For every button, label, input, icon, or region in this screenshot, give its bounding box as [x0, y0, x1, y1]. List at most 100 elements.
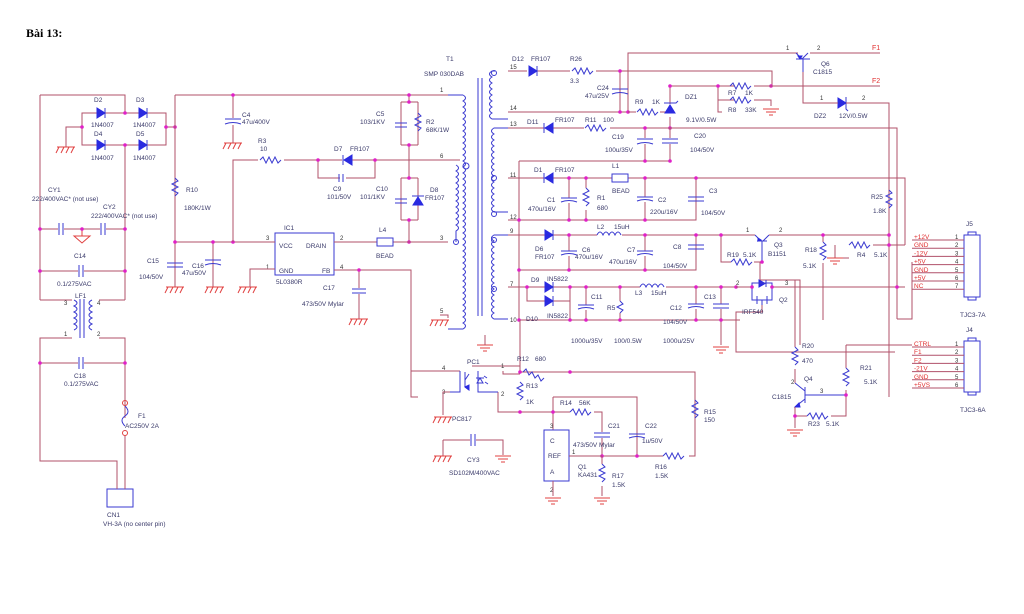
- label-C11: C11: [591, 294, 603, 301]
- svg-text:1: 1: [64, 332, 68, 338]
- secondary-top: D12 FR107 R26 3.3 C24 47u/25V R9 1K DZ1 …: [508, 45, 898, 397]
- svg-text:4: 4: [340, 265, 344, 271]
- label-D2: D2: [94, 97, 103, 104]
- svg-text:12: 12: [510, 215, 517, 221]
- diode-D12: [528, 65, 538, 77]
- value-Q6: C1815: [813, 69, 833, 76]
- primary-section: R10 180K/1W C4 47u/400V C15 104/50V C16 …: [139, 93, 450, 398]
- svg-text:1: 1: [820, 96, 824, 102]
- connector-pin-label: NC: [914, 283, 924, 290]
- svg-text:2: 2: [791, 380, 795, 386]
- transistor-Q6: [795, 52, 810, 72]
- connector-pin-label: +5V: [914, 259, 926, 266]
- label-C24: C24: [597, 85, 609, 92]
- value-Q3: B1151: [768, 251, 787, 258]
- diode-D7: [342, 154, 353, 166]
- value-R18: 5.1K: [803, 263, 817, 270]
- value-R16: 1.5K: [655, 473, 669, 480]
- svg-text:3: 3: [64, 301, 68, 307]
- svg-text:3: 3: [266, 236, 270, 242]
- value-C15: 104/50V: [139, 274, 164, 281]
- label-C17: C17: [323, 285, 335, 292]
- fuse-F1: [121, 400, 129, 480]
- label-D12: D12: [512, 56, 524, 63]
- label-D1: D1: [534, 167, 543, 174]
- svg-text:15: 15: [510, 65, 517, 71]
- svg-text:2: 2: [97, 332, 101, 338]
- q1-pin-c: C: [550, 438, 555, 445]
- label-CN1: CN1: [107, 512, 120, 519]
- connector-pin-label: +12V: [914, 234, 930, 241]
- label-C4: C4: [242, 112, 251, 119]
- label-C1: C1: [547, 197, 556, 204]
- label-D5: D5: [136, 131, 145, 138]
- label-R4: R4: [857, 252, 866, 259]
- connector-pin-label: -21V: [914, 366, 928, 373]
- value-C16: 47u/50V: [182, 270, 207, 277]
- value-R12: 680: [535, 356, 546, 363]
- connector-pin-number: 2: [955, 350, 959, 356]
- label-R11: R11: [585, 117, 597, 124]
- label-L2: L2: [597, 224, 605, 231]
- svg-text:2: 2: [736, 281, 740, 287]
- connector-pin-number: 5: [955, 375, 959, 381]
- value-DZ1: 9.1V/0.5W: [686, 117, 717, 124]
- value-R25: 1.8K: [873, 208, 887, 215]
- diode-D1: [543, 172, 554, 184]
- svg-text:1: 1: [266, 265, 270, 271]
- svg-text:3: 3: [442, 390, 446, 396]
- connector-pin-number: 4: [955, 260, 959, 266]
- label-C6: C6: [582, 247, 591, 254]
- svg-text:2: 2: [817, 46, 821, 52]
- label-R15: R15: [704, 409, 716, 416]
- value-CN1: VH-3A (no center pin): [103, 521, 166, 528]
- label-C3: C3: [709, 188, 718, 195]
- label-C9: C9: [333, 186, 342, 193]
- label-IC1: IC1: [284, 225, 295, 232]
- q1-pin-a: A: [550, 469, 555, 476]
- value-D11: FR107: [555, 117, 575, 124]
- label-C5: C5: [376, 111, 385, 118]
- label-C2: C2: [658, 197, 667, 204]
- svg-text:2: 2: [779, 228, 783, 234]
- net-F1: F1: [872, 45, 880, 52]
- label-C16: C16: [192, 263, 204, 270]
- diode-D4: [96, 139, 106, 151]
- value-R3: 10: [260, 146, 268, 153]
- svg-text:3: 3: [785, 281, 789, 287]
- svg-text:3: 3: [550, 424, 554, 430]
- svg-text:1: 1: [786, 46, 790, 52]
- transistor-Q4: [793, 382, 846, 408]
- value-D6: FR107: [535, 254, 555, 261]
- label-R9: R9: [635, 99, 644, 106]
- svg-text:3: 3: [820, 389, 824, 395]
- svg-text:1: 1: [746, 228, 750, 234]
- value-D5: 1N4007: [133, 155, 156, 162]
- value-R8: 33K: [745, 107, 757, 114]
- label-C8: C8: [673, 244, 682, 251]
- value-CY1: 222/400VAC* (not use): [32, 196, 98, 203]
- svg-text:11: 11: [510, 173, 517, 179]
- value-D3: 1N4007: [133, 122, 156, 129]
- label-C15: C15: [147, 258, 159, 265]
- svg-text:4: 4: [442, 366, 446, 372]
- ic-pin-fb: FB: [322, 268, 330, 275]
- value-Q4: C1815: [772, 394, 792, 401]
- value-D4: 1N4007: [91, 155, 114, 162]
- value-C12b: 104/50V: [663, 319, 688, 326]
- label-DZ2: DZ2: [814, 113, 827, 120]
- value-R10: 180K/1W: [184, 205, 212, 212]
- connector-pin-label: F2: [914, 357, 922, 364]
- label-R10: R10: [186, 187, 198, 194]
- value-C21: 473/50V Mylar: [573, 442, 616, 449]
- connector-CN1: [106, 488, 134, 508]
- svg-text:14: 14: [510, 106, 517, 112]
- label-Q1: Q1: [578, 464, 587, 471]
- value-C22: 1u/50V: [642, 438, 663, 445]
- label-R19: R19: [727, 252, 739, 259]
- value-R26: 3.3: [570, 78, 579, 85]
- label-D6: D6: [535, 246, 544, 253]
